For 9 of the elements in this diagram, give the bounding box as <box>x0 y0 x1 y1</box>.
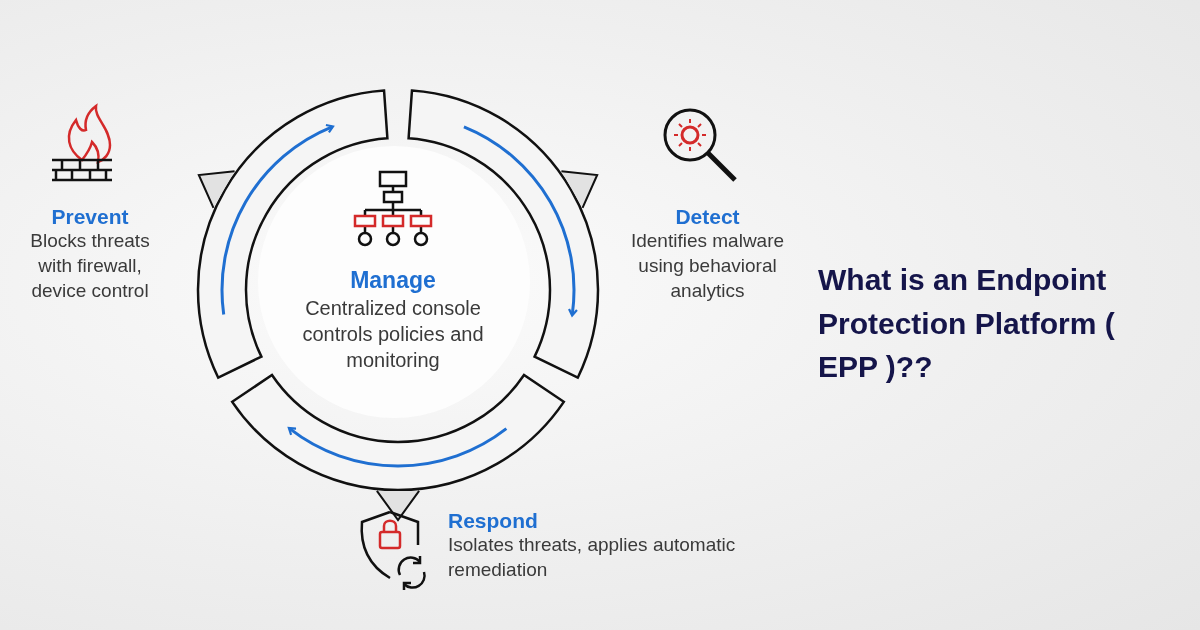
step-heading: Prevent <box>51 204 129 230</box>
page-title: What is an Endpoint Protection Platform ( EPP )?? <box>818 262 1116 385</box>
step-heading: Detect <box>675 204 740 230</box>
step-heading: Manage <box>350 267 436 295</box>
step-description: Identifies malware using behavioral analytics <box>629 229 786 303</box>
step-description: Centralized console controls policies and monitoring <box>301 295 485 373</box>
step-description: Blocks threats with firewall, device control <box>29 229 151 303</box>
step-description: Isolates threats, applies automatic remediation <box>448 533 737 582</box>
step-heading: Respond <box>448 508 538 534</box>
